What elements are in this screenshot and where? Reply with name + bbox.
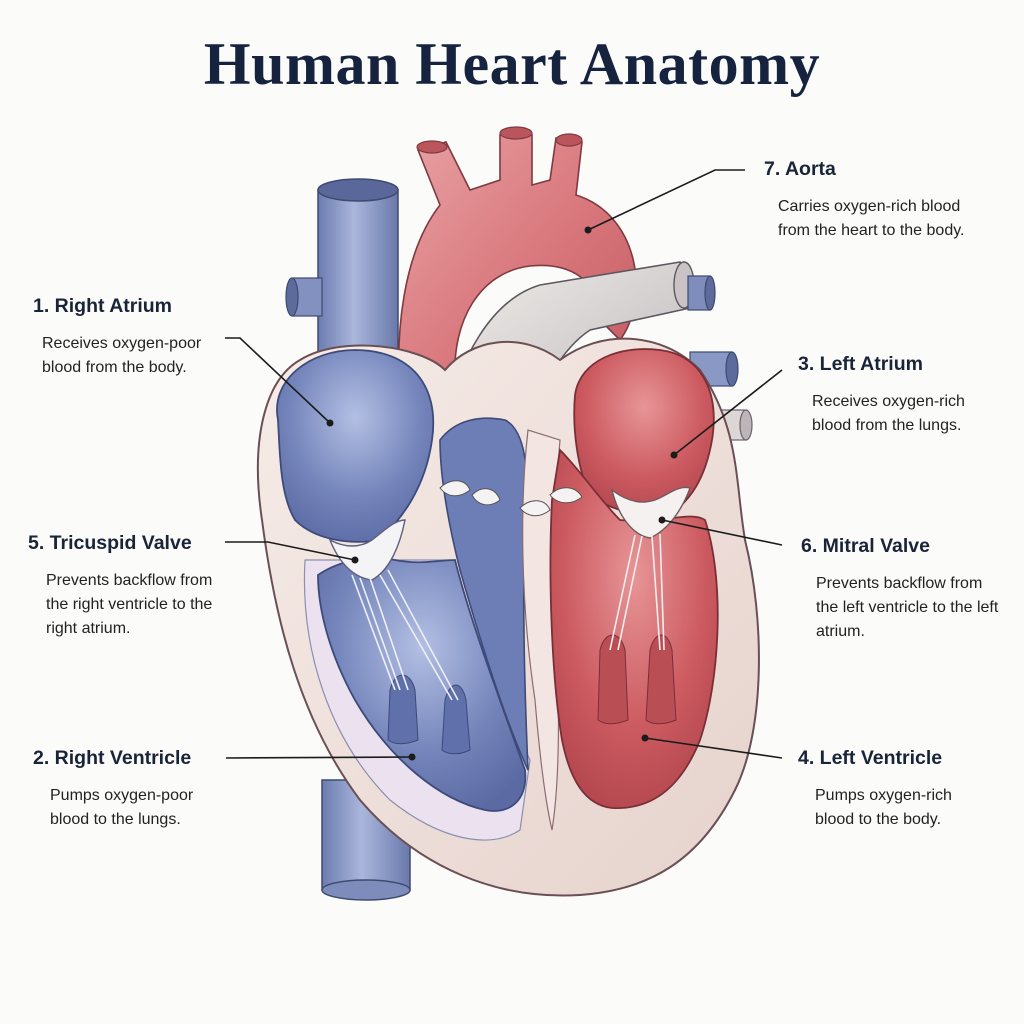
mitral-valve xyxy=(609,486,691,651)
leader-line-left-ventricle xyxy=(644,737,783,759)
label-left-atrium: 3. Left Atrium Receives oxygen-rich bloo… xyxy=(798,353,1024,438)
leader-line-right-atrium xyxy=(225,337,331,424)
page-title: Human Heart Anatomy xyxy=(203,31,821,97)
label-description: Prevents backflow from the right ventric… xyxy=(46,572,213,637)
label-left-ventricle: 4. Left Ventricle Pumps oxygen-rich bloo… xyxy=(798,747,1024,832)
label-description: Receives oxygen-poor blood from the body… xyxy=(42,335,202,376)
papillary-muscles xyxy=(387,634,677,755)
leader-line-left-atrium xyxy=(673,369,783,456)
label-right-atrium: 1. Right Atrium Receives oxygen-poor blo… xyxy=(33,295,263,380)
leader-line-mitral xyxy=(661,519,783,546)
label-heading: 1. Right Atrium xyxy=(33,295,173,317)
label-heading: 4. Left Ventricle xyxy=(798,747,943,769)
label-description: Prevents backflow from the left ventricl… xyxy=(816,575,999,640)
tricuspid-valve xyxy=(328,519,459,701)
leader-line-aorta xyxy=(587,169,745,231)
label-description: Pumps oxygen-rich blood to the body. xyxy=(815,787,952,828)
leader-line-tricuspid xyxy=(225,541,356,561)
label-heading: 3. Left Atrium xyxy=(798,353,923,375)
label-aorta: 7. Aorta Carries oxygen-rich blood from … xyxy=(764,158,1014,243)
label-tricuspid-valve: 5. Tricuspid Valve Prevents backflow fro… xyxy=(28,532,258,641)
label-heading: 5. Tricuspid Valve xyxy=(28,532,192,554)
aorta xyxy=(397,126,637,421)
label-heading: 7. Aorta xyxy=(764,158,836,180)
label-description: Carries oxygen-rich blood from the heart… xyxy=(778,198,965,239)
label-right-ventricle: 2. Right Ventricle Pumps oxygen-poor blo… xyxy=(33,747,263,832)
leader-dots xyxy=(326,226,678,761)
label-heading: 2. Right Ventricle xyxy=(33,747,192,769)
label-mitral-valve: 6. Mitral Valve Prevents backflow from t… xyxy=(801,535,1024,644)
semilunar-valves xyxy=(439,480,583,517)
right-atrium xyxy=(276,349,435,543)
label-description: Pumps oxygen-poor blood to the lungs. xyxy=(50,787,194,828)
label-heading: 6. Mitral Valve xyxy=(801,535,930,557)
leader-line-right-ventricle xyxy=(225,756,413,759)
label-description: Receives oxygen-rich blood from the lung… xyxy=(812,393,965,434)
leader-lines xyxy=(225,169,783,759)
